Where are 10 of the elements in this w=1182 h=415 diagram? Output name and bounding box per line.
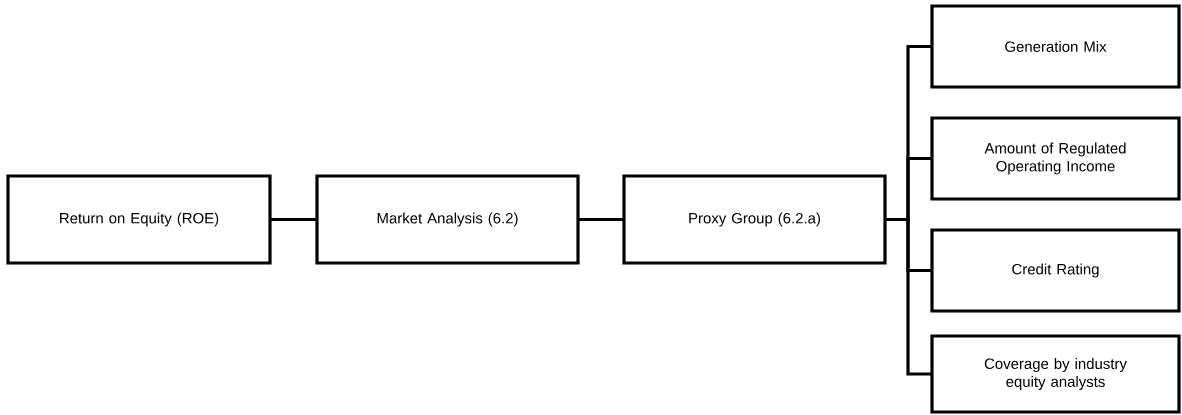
process-box: Proxy Group (6.2.a) — [622, 174, 887, 265]
process-box: Generation Mix — [930, 4, 1181, 89]
process-box: Market Analysis (6.2) — [315, 174, 580, 265]
connector-line — [578, 217, 624, 222]
connector-line — [885, 217, 932, 376]
process-box: Credit Rating — [930, 228, 1181, 313]
connector-line — [270, 217, 317, 222]
process-box: Return on Equity (ROE) — [6, 174, 272, 265]
process-box: Amount of Regulated Operating Income — [930, 116, 1181, 201]
process-box: Coverage by industry equity analysts — [930, 334, 1181, 414]
